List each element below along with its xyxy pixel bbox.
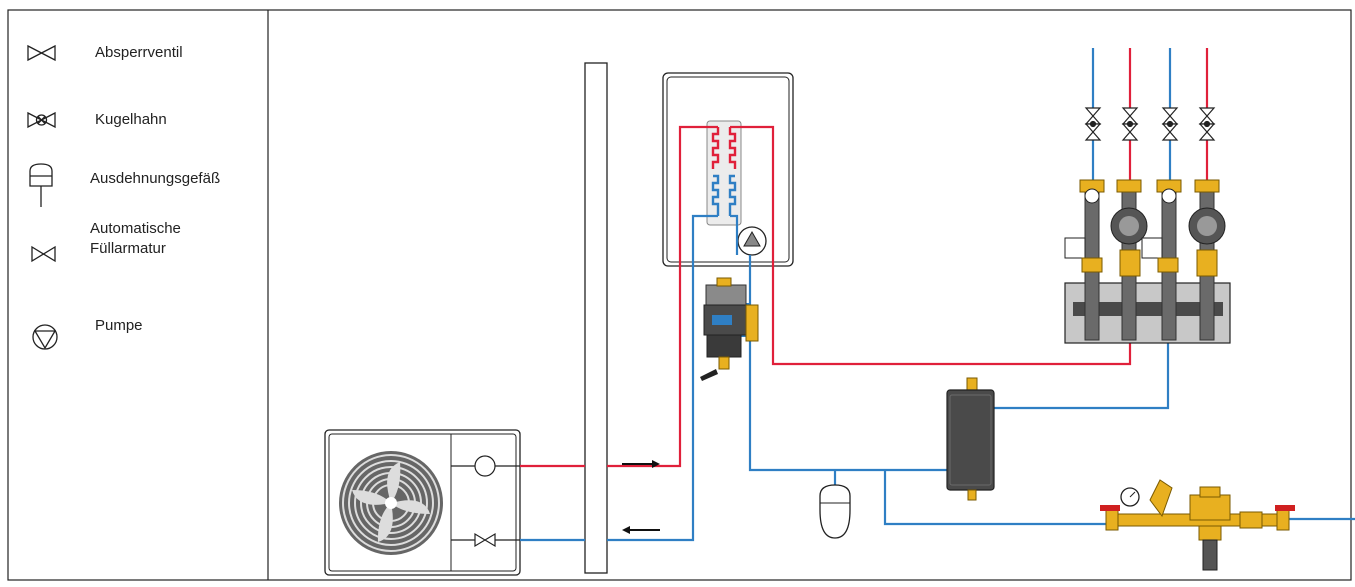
circulation-pump-icon xyxy=(737,226,767,256)
heating-manifold-station xyxy=(1064,179,1231,344)
gate-valve-icon xyxy=(27,44,56,62)
flow-arrow-right-icon xyxy=(622,460,660,468)
hydraulic-separator xyxy=(946,377,995,501)
legend-label-ausdehnungsgefaess: Ausdehnungsgefäß xyxy=(90,170,221,187)
flow-arrow-left-icon xyxy=(622,526,660,534)
outer-border xyxy=(7,9,1352,581)
legend-label-pumpe: Pumpe xyxy=(95,317,143,334)
plate-heat-exchanger xyxy=(711,127,737,216)
system-expansion-vessel xyxy=(819,484,851,539)
heat-pump-valve-icon xyxy=(451,532,520,548)
flow-pipe-red xyxy=(520,48,1209,468)
pump-icon xyxy=(32,324,58,350)
ball-valve-icon xyxy=(27,111,56,129)
filling-group-assembly xyxy=(1100,479,1295,571)
legend-label-fuellarmatur: Füllarmatur xyxy=(90,240,166,257)
building-wall xyxy=(584,62,608,574)
heat-pump-compressor-icon xyxy=(451,455,520,477)
legend-label-automatische: Automatische xyxy=(90,220,181,237)
legend-label-kugelhahn: Kugelhahn xyxy=(95,111,167,128)
legend-label-absperrventil: Absperrventil xyxy=(95,44,183,61)
fan-icon xyxy=(339,451,443,555)
automatic-filling-valve-icon xyxy=(31,245,56,263)
magnetic-dirt-separator xyxy=(700,277,759,381)
manifold-shutoff-valves xyxy=(1084,107,1216,141)
expansion-vessel-icon xyxy=(29,163,53,207)
